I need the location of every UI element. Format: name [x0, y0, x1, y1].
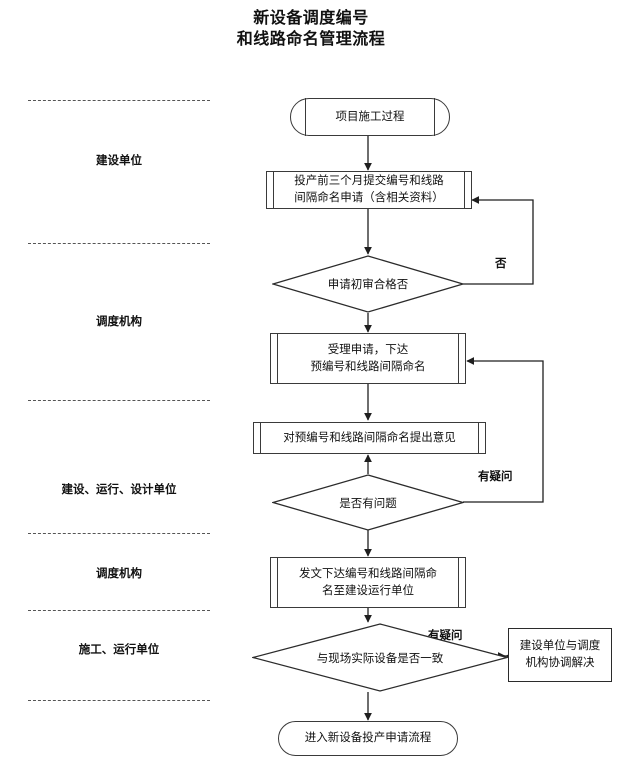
node-accept-application[interactable]: 受理申请，下达 预编号和线路间隔命名 [270, 333, 466, 384]
edge-label-review-no: 否 [495, 255, 507, 271]
lane-label-dispatch-org-1: 调度机构 [28, 313, 210, 329]
node-submit-application[interactable]: 投产前三个月提交编号和线路 间隔命名申请（含相关资料） [266, 171, 472, 209]
lane-label-dispatch-org-2: 调度机构 [28, 565, 210, 581]
node-label: 投产前三个月提交编号和线路 间隔命名申请（含相关资料） [282, 173, 456, 207]
node-start-project-construction[interactable]: 项目施工过程 [290, 98, 450, 136]
lane-separator-6 [28, 700, 210, 701]
lane-label-construction-unit: 建设单位 [28, 152, 210, 168]
edge-label-text: 有疑问 [478, 471, 513, 483]
diamond-shape [272, 474, 464, 531]
page-title-line2: 和线路命名管理流程 [236, 31, 386, 48]
node-label-line2: 预编号和线路间隔命名 [310, 360, 426, 373]
process-inner-line-left [273, 172, 274, 208]
process-inner-line-right [458, 558, 459, 607]
process-inner-line-right [478, 423, 479, 453]
page-title: 新设备调度编号 和线路命名管理流程 [0, 8, 622, 50]
node-label-line2: 名至建设运行单位 [322, 584, 414, 597]
node-label: 是否有问题 [339, 497, 397, 510]
node-label-line1: 发文下达编号和线路间隔命 [299, 567, 437, 580]
node-issue-document[interactable]: 发文下达编号和线路间隔命 名至建设运行单位 [270, 557, 466, 608]
node-decision-matches-field-equipment[interactable]: 与现场实际设备是否一致 [252, 623, 508, 692]
process-inner-line-right [458, 334, 459, 383]
page-title-line1: 新设备调度编号 [253, 10, 369, 27]
lane-label-text: 建设、运行、设计单位 [61, 484, 177, 496]
process-inner-line-left [260, 423, 261, 453]
diamond-shape [272, 255, 464, 313]
node-label: 申请初审合格否 [327, 279, 409, 291]
lane-separator-2 [28, 243, 210, 244]
node-decision-initial-review[interactable]: 申请初审合格否 [272, 255, 464, 313]
process-inner-line-left [277, 334, 278, 383]
lane-separator-3 [28, 400, 210, 401]
terminator-inner-line-right [434, 98, 435, 136]
node-label: 进入新设备投产申请流程 [304, 732, 432, 744]
lane-separator-4 [28, 533, 210, 534]
node-coordinate-resolution[interactable]: 建设单位与调度 机构协调解决 [508, 628, 612, 682]
node-end-enter-commissioning-process[interactable]: 进入新设备投产申请流程 [278, 721, 458, 756]
lane-label-operation-units: 施工、运行单位 [28, 641, 210, 657]
lane-label-design-units: 建设、运行、设计单位 [28, 481, 210, 497]
edge-label-text: 否 [495, 258, 507, 270]
lane-separator-5 [28, 610, 210, 611]
node-label-line1: 投产前三个月提交编号和线路 [294, 175, 444, 187]
node-label: 受理申请，下达 预编号和线路间隔命名 [299, 342, 438, 376]
node-label: 项目施工过程 [335, 110, 405, 123]
node-label: 与现场实际设备是否一致 [316, 652, 444, 665]
diamond-shape [252, 623, 508, 692]
node-label-line2: 间隔命名申请（含相关资料） [294, 192, 444, 204]
node-label-line1: 建设单位与调度 [519, 640, 601, 652]
node-label-line1: 受理申请，下达 [327, 343, 409, 356]
node-label: 建设单位与调度 机构协调解决 [514, 638, 607, 672]
lane-label-text: 施工、运行单位 [78, 644, 160, 656]
node-provide-opinion[interactable]: 对预编号和线路间隔命名提出意见 [253, 422, 486, 454]
process-inner-line-right [464, 172, 465, 208]
node-label-line2: 机构协调解决 [525, 657, 595, 669]
terminator-inner-line-left [305, 98, 306, 136]
edge-review-no-loop [463, 196, 534, 285]
lane-label-text: 调度机构 [96, 568, 142, 580]
lane-label-text: 建设单位 [96, 155, 142, 167]
edge-label-problem-doubt: 有疑问 [478, 468, 513, 484]
node-decision-has-problem[interactable]: 是否有问题 [272, 474, 464, 531]
lane-separator-1 [28, 100, 210, 101]
node-label: 对预编号和线路间隔命名提出意见 [283, 431, 456, 444]
lane-label-text: 调度机构 [96, 316, 142, 328]
process-inner-line-left [277, 558, 278, 607]
node-label: 发文下达编号和线路间隔命 名至建设运行单位 [287, 566, 449, 600]
